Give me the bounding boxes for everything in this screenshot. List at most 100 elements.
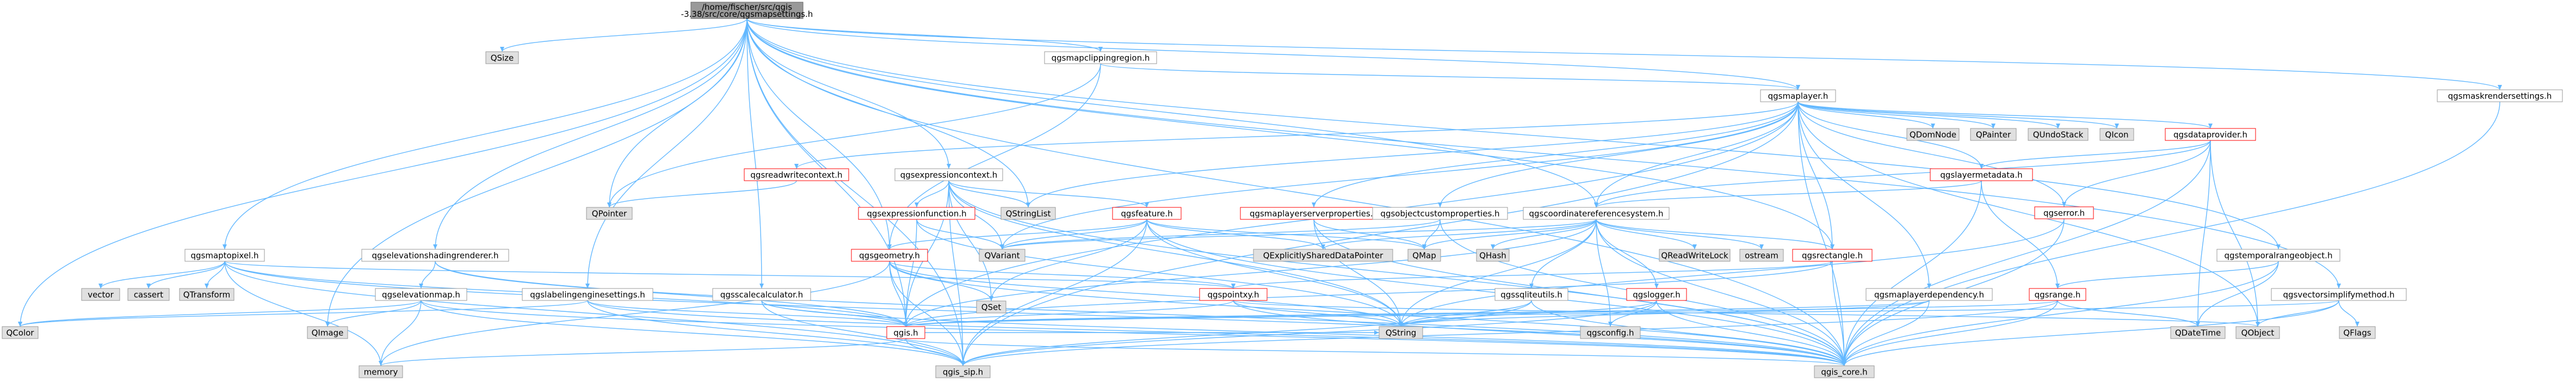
arrowhead-qgsmaplayer-to-qicon [2115,124,2119,128]
node-qgscoordinatereferencesystem[interactable]: qgscoordinatereferencesystem.h [1523,207,1670,220]
edge-qgstemporalrangeobject-to-qdatetime [2197,261,2279,327]
edge-qgspointxy-to-qstring [1233,300,1401,327]
node-qgsrange[interactable]: qgsrange.h [2029,288,2086,301]
edge-qgsmaskrendersettings-to-qgis_core [1844,101,2500,366]
node-qgsmaplayer[interactable]: qgsmaplayer.h [1760,89,1836,102]
arrowhead-qgis-to-qstring [1374,330,1379,335]
node-qgsdataprovider[interactable]: qgsdataprovider.h [2165,128,2256,141]
arrowhead-qgsmaptopixel-to-qtransform [205,284,209,288]
node-root[interactable]: /home/fischer/src/qgis-3.38/src/core/qgs… [681,2,813,19]
node-label-qgserror: qgserror.h [2043,208,2085,218]
arrowhead-qgsmaplayer-to-qdomnode [1931,124,1935,128]
node-box-qgscoordinatereferencesystem [1523,207,1670,220]
edge-qgsmaplayerserverproperties-to-qmap [1313,219,1425,250]
arrowhead-qgslabelingenginesettings-to-qcolor [18,322,22,327]
node-label-qpointer: QPointer [592,209,627,219]
node-label-qflags: QFlags [2343,328,2371,338]
edge-qgscoordinatereferencesystem-to-qmap [1424,219,1597,250]
arrowhead-qgscoordinatereferencesystem-to-ostream [1759,244,1764,249]
node-qobject: QObject [2235,326,2280,339]
edge-root-to-qgstemporalrangeobject [746,18,2279,250]
node-box-qgsmapclippingregion [1044,51,1157,64]
node-qgsconfig: qgsconfig.h [1580,326,1641,339]
node-label-qsize: QSize [491,53,514,63]
edge-root-to-qsize [502,18,748,52]
node-label-qgsexpressioncontext: qgsexpressioncontext.h [900,170,998,180]
node-qgsmaskrendersettings[interactable]: qgsmaskrendersettings.h [2437,89,2563,102]
node-qgsscalecalculator[interactable]: qgsscalecalculator.h [712,288,811,301]
node-box-qsize [485,51,519,64]
node-qgsexpressioncontext[interactable]: qgsexpressioncontext.h [894,168,1003,181]
edge-qgsexpressioncontext-to-qvariant [948,180,1003,250]
edge-qgslabelingenginesettings-to-qgis [587,300,906,327]
edge-qgsmaplayer-to-qicon [1797,101,2117,129]
edge-qgsmaptopixel-to-qgis_core [224,261,1845,366]
node-qgis_core: qgis_core.h [1814,365,1875,378]
edge-qgsexpressioncontext-to-qset [948,180,992,302]
node-box-qexplicitlyshareddatapointer [1253,249,1393,262]
edge-qgsrange-to-qdatetime [2057,300,2198,327]
node-qgsfeature[interactable]: qgsfeature.h [1112,207,1182,220]
node-qflags: QFlags [2339,326,2376,339]
node-qgslogger[interactable]: qgslogger.h [1626,288,1687,301]
node-label-qhash: QHash [1479,251,1506,261]
edge-qgslayermetadata-to-qgscoordinatereferencesystem [1596,180,1982,208]
node-qgslayermetadata[interactable]: qgslayermetadata.h [1930,168,2033,181]
node-box-qgslogger [1626,288,1687,301]
edge-qgstemporalrangeobject-to-qgsrange [2057,261,2279,289]
edge-qgsmaplayerdependency-to-qgis_core [1844,300,1930,366]
edge-qgscoordinatereferencesystem-to-ostream [1596,219,1762,250]
node-qgstemporalrangeobject[interactable]: qgstemporalrangeobject.h [2216,249,2340,262]
node-qgsmapclippingregion[interactable]: qgsmapclippingregion.h [1044,51,1157,64]
node-label-qgslabelingenginesettings: qgslabelingenginesettings.h [530,290,645,300]
node-label-qgsgeometry: qgsgeometry.h [859,251,920,261]
node-label-qgsvectorsimplifymethod: qgsvectorsimplifymethod.h [2283,290,2395,300]
arrowhead-qgsvectorsimplifymethod-to-qgis [904,322,908,327]
node-label-qgsmapclippingregion: qgsmapclippingregion.h [1052,53,1150,63]
node-qgslabelingenginesettings[interactable]: qgslabelingenginesettings.h [522,288,653,301]
node-box-qdomnode [1906,128,1960,141]
edge-qgsexpressioncontext-to-qgsexpressionfunction [916,180,949,208]
edge-root-to-qgscoordinatereferencesystem [746,18,1597,208]
node-qgserror[interactable]: qgserror.h [2034,206,2094,219]
edge-qgserror-to-qstring [1400,218,2065,327]
node-box-qgstemporalrangeobject [2216,249,2340,262]
node-qgsobjectcustomproperties[interactable]: qgsobjectcustomproperties.h [1372,207,1508,220]
node-qgssqliteutils[interactable]: qgssqliteutils.h [1494,288,1568,301]
edge-qgsdataprovider-to-qobject [2210,140,2258,327]
node-label-qgsdataprovider: qgsdataprovider.h [2173,130,2247,140]
node-label-qicon: QIcon [2105,130,2128,140]
node-label-qtransform: QTransform [183,290,230,300]
arrowhead-qgsdataprovider-to-qgslayermetadata [1979,164,1984,169]
node-label-qstringlist: QStringList [1006,209,1051,219]
edge-qgsmaptopixel-to-qgis_sip [224,261,963,366]
edge-root-to-qgsexpressioncontext [746,18,949,169]
node-label-ostream: ostream [1745,251,1778,261]
arrowhead-qgsmapclippingregion-to-qgsmaplayer [1796,85,1800,90]
node-qgsexpressionfunction[interactable]: qgsexpressionfunction.h [858,207,975,220]
node-qgselevationmap[interactable]: qgselevationmap.h [375,288,467,301]
arrowhead-qgsmaplayer-to-qundostack [2056,124,2060,128]
node-box-qgsconfig [1580,326,1641,339]
node-qgsgeometry[interactable]: qgsgeometry.h [851,249,928,262]
node-qgis[interactable]: qgis.h [886,326,925,339]
node-box-qgsexpressionfunction [858,207,975,220]
node-qgsmaptopixel[interactable]: qgsmaptopixel.h [184,249,265,262]
node-qgsmaplayerdependency[interactable]: qgsmaplayerdependency.h [1865,288,1993,301]
node-qgsmaplayerserverproperties[interactable]: qgsmaplayerserverproperties.h [1240,207,1388,220]
node-qpointer: QPointer [586,207,633,220]
edge-root-to-qgsmaskrendersettings [746,18,2500,90]
node-qgsreadwritecontext[interactable]: qgsreadwritecontext.h [744,168,849,181]
node-qgsvectorsimplifymethod[interactable]: qgsvectorsimplifymethod.h [2271,288,2407,301]
edge-root-to-qgslabelingenginesettings [587,18,748,289]
node-qgspointxy[interactable]: qgspointxy.h [1199,288,1268,301]
edge-qgscoordinatereferencesystem-to-qvariant [1002,219,1597,250]
node-box-qgis_sip [935,365,991,378]
edge-root-to-qgsmapclippingregion [746,18,1101,52]
edge-root-to-qgis_sip [746,18,963,366]
node-label-qpainter: QPainter [1976,130,2011,140]
node-qgsrectangle[interactable]: qgsrectangle.h [1792,249,1873,262]
edge-qgsrange-to-qgis [905,300,2058,327]
node-box-qimage [307,326,348,339]
node-qgselevationshadingrenderer[interactable]: qgselevationshadingrenderer.h [361,249,509,262]
